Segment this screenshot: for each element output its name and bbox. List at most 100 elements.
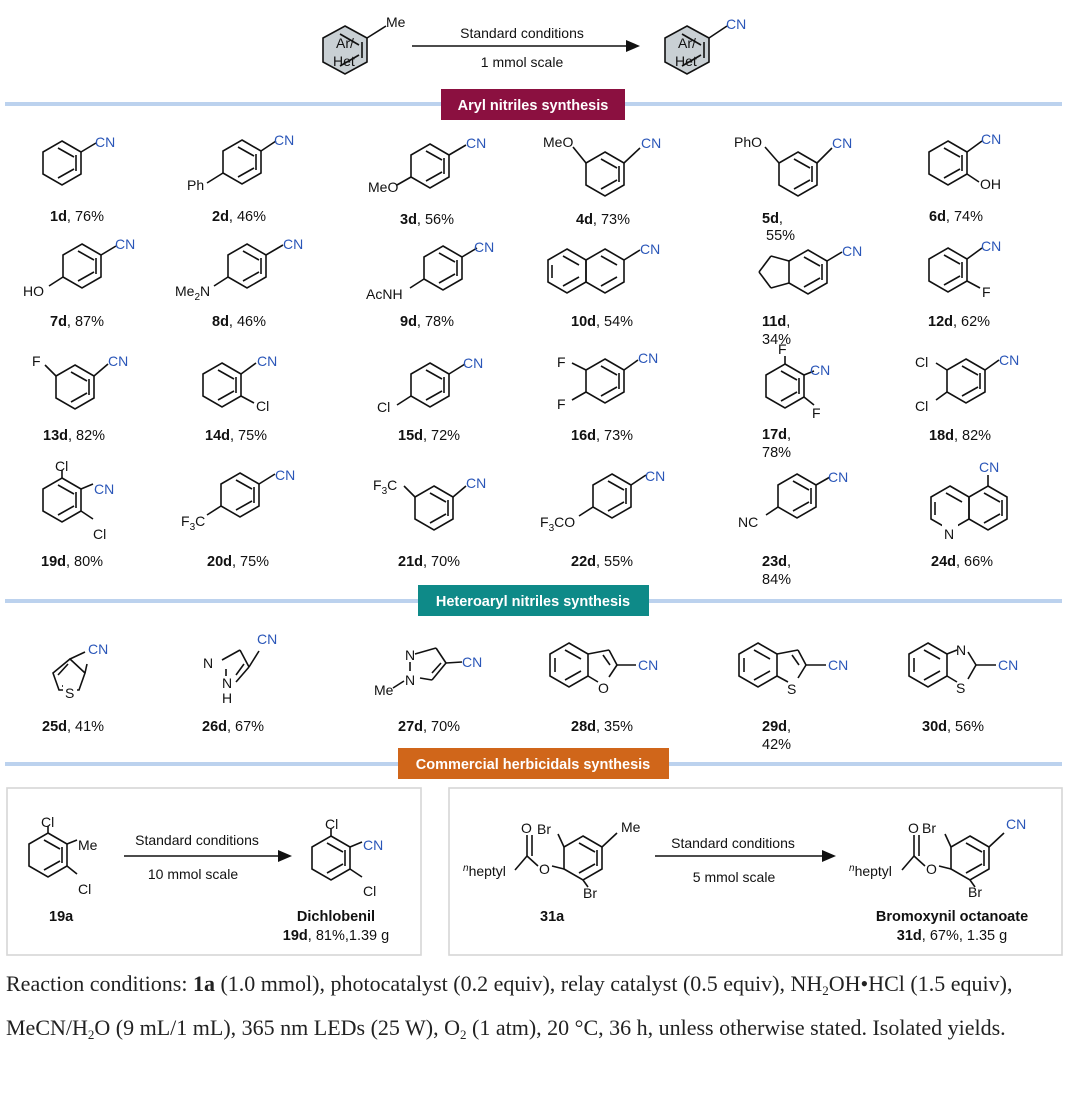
substituent-me: Me [78,837,98,853]
footnote-text: OH•HCl (1.5 equiv), MeCN/H [6,971,1013,1040]
compound-13d: F CN 13d, 82% [32,353,128,444]
substituent-pho: PhO [734,134,762,150]
compound-yield: , 72% [423,428,460,444]
svg-text:22d, 55%: 22d, 55% [571,554,633,570]
footnote-text: (1 atm), 20 °C, 36 h, unless otherwise s… [466,1015,1006,1040]
compound-yield: , 67% [227,719,264,735]
svg-text:19d, 80%: 19d, 80% [41,554,103,570]
compound-yield: , 80% [66,554,103,570]
compound-yield-line2: 55% [766,228,795,244]
compound-yield: , 56% [947,719,984,735]
compound-id: 1d [50,209,67,225]
substituent-br: Br [922,820,936,836]
footnote-compound: 1a [192,971,215,996]
substituent-cl: Cl [93,526,106,542]
substituent-me: Me [374,682,394,698]
product-yield: , 81%,1.39 g [308,928,389,944]
compound-17d: F CN F 17d, 78% [762,341,830,461]
compound-4d: MeO CN 4d, 73% [543,134,661,228]
footnote-subscript: 2 [822,983,829,998]
product-name: Bromoxynil octanoate [876,909,1028,925]
compound-yield: , 56% [417,212,454,228]
substituent-br: Br [968,884,982,900]
atom-n: N [956,642,966,658]
compound-id: 27d [398,719,423,735]
reaction-scheme: Ar/ Het Me Standard conditions 1 mmol sc… [5,14,1063,956]
section-herbicidal-label: Commercial herbicidals synthesis [416,757,651,773]
compound-id: 25d [42,719,67,735]
header-arrow-head [626,40,640,52]
compound-12d: CN F 12d, 62% [928,238,1001,330]
substituent-cn: CN [1006,816,1026,832]
svg-text:6d, 74%: 6d, 74% [929,209,983,225]
compound-id: 13d [43,428,68,444]
substituent-cn: CN [828,469,848,485]
svg-text:1d, 76%: 1d, 76% [50,209,104,225]
substituent-cn: CN [257,631,277,647]
substituent-cn: CN [998,657,1018,673]
subscript: 3 [549,523,555,534]
substituent-cn: CN [115,236,135,252]
substituent-cl: Cl [915,354,928,370]
substituent-nc: NC [738,514,758,530]
substituent-cl: Cl [363,883,376,899]
section-heteroaryl-label: Heteroaryl nitriles synthesis [436,594,630,610]
compound-id: 7d [50,314,67,330]
substituent-f: F [181,513,190,529]
substituent-me: Me [621,819,641,835]
svg-text:27d, 70%: 27d, 70% [398,719,460,735]
compound-25d: S CN 25d, 41% [42,641,108,735]
compound-id: 29d [762,719,787,735]
compound-8d: CN Me2N 8d, 46% [175,236,303,330]
atom-o: O [539,861,550,877]
compound-10d: CN 10d, 54% [547,241,660,330]
svg-text:25d, 41%: 25d, 41% [42,719,104,735]
svg-text:18d, 82%: 18d, 82% [929,428,991,444]
svg-text:15d, 72%: 15d, 72% [398,428,460,444]
substituent-n: N [200,283,210,299]
substituent-br: Br [537,821,551,837]
svg-text:12d, 62%: 12d, 62% [928,314,990,330]
substituent-ph: Ph [187,177,204,193]
subscript: 3 [382,486,388,497]
compound-yield: , 74% [946,209,983,225]
substituent-cn: CN [640,241,660,257]
compound-id: 15d [398,428,423,444]
substituent-cn: CN [842,243,862,259]
substituent-cn: CN [88,641,108,657]
substituent-heptyl: heptyl [855,863,892,879]
svg-text:24d, 66%: 24d, 66% [931,554,993,570]
svg-text:F3C: F3C [181,513,205,533]
footnote: Reaction conditions: 1a (1.0 mmol), phot… [6,962,1076,1050]
compound-29d: S CN 29d, 42% [738,642,848,753]
substituent-cn: CN [108,353,128,369]
substituent-cl: Cl [256,398,269,414]
compound-6d: CN OH 6d, 74% [928,131,1001,225]
svg-text:30d, 56%: 30d, 56% [922,719,984,735]
atom-s: S [787,681,796,697]
compound-id: 11d [762,314,786,330]
compound-yield: , 70% [423,719,460,735]
arrow-top: Standard conditions [671,835,795,851]
atom-n: N [405,647,415,663]
atom-s: S [956,680,965,696]
substituent-cn: CN [828,657,848,673]
product-id: 19d [283,928,308,944]
compound-yield: , 73% [596,428,633,444]
subscript: 3 [190,522,196,533]
svg-text:5d,: 5d, [762,211,783,227]
compound-yield: , 66% [956,554,993,570]
compound-3d: CN MeO 3d, 56% [368,135,486,228]
compound-22d: CN F3CO 22d, 55% [540,468,665,570]
substituent-cn: CN [257,353,277,369]
substituent-cn: CN [832,135,852,151]
substituent-br: Br [583,885,597,901]
substituent-cn: CN [462,654,482,670]
svg-text:2d, 46%: 2d, 46% [212,209,266,225]
substituent-cn: CN [810,362,830,378]
compound-yield: , 82% [954,428,991,444]
reactant-label-2: Het [333,53,355,69]
compound-yield: , 41% [67,719,104,735]
svg-text:8d, 46%: 8d, 46% [212,314,266,330]
compound-yield: , 62% [953,314,990,330]
